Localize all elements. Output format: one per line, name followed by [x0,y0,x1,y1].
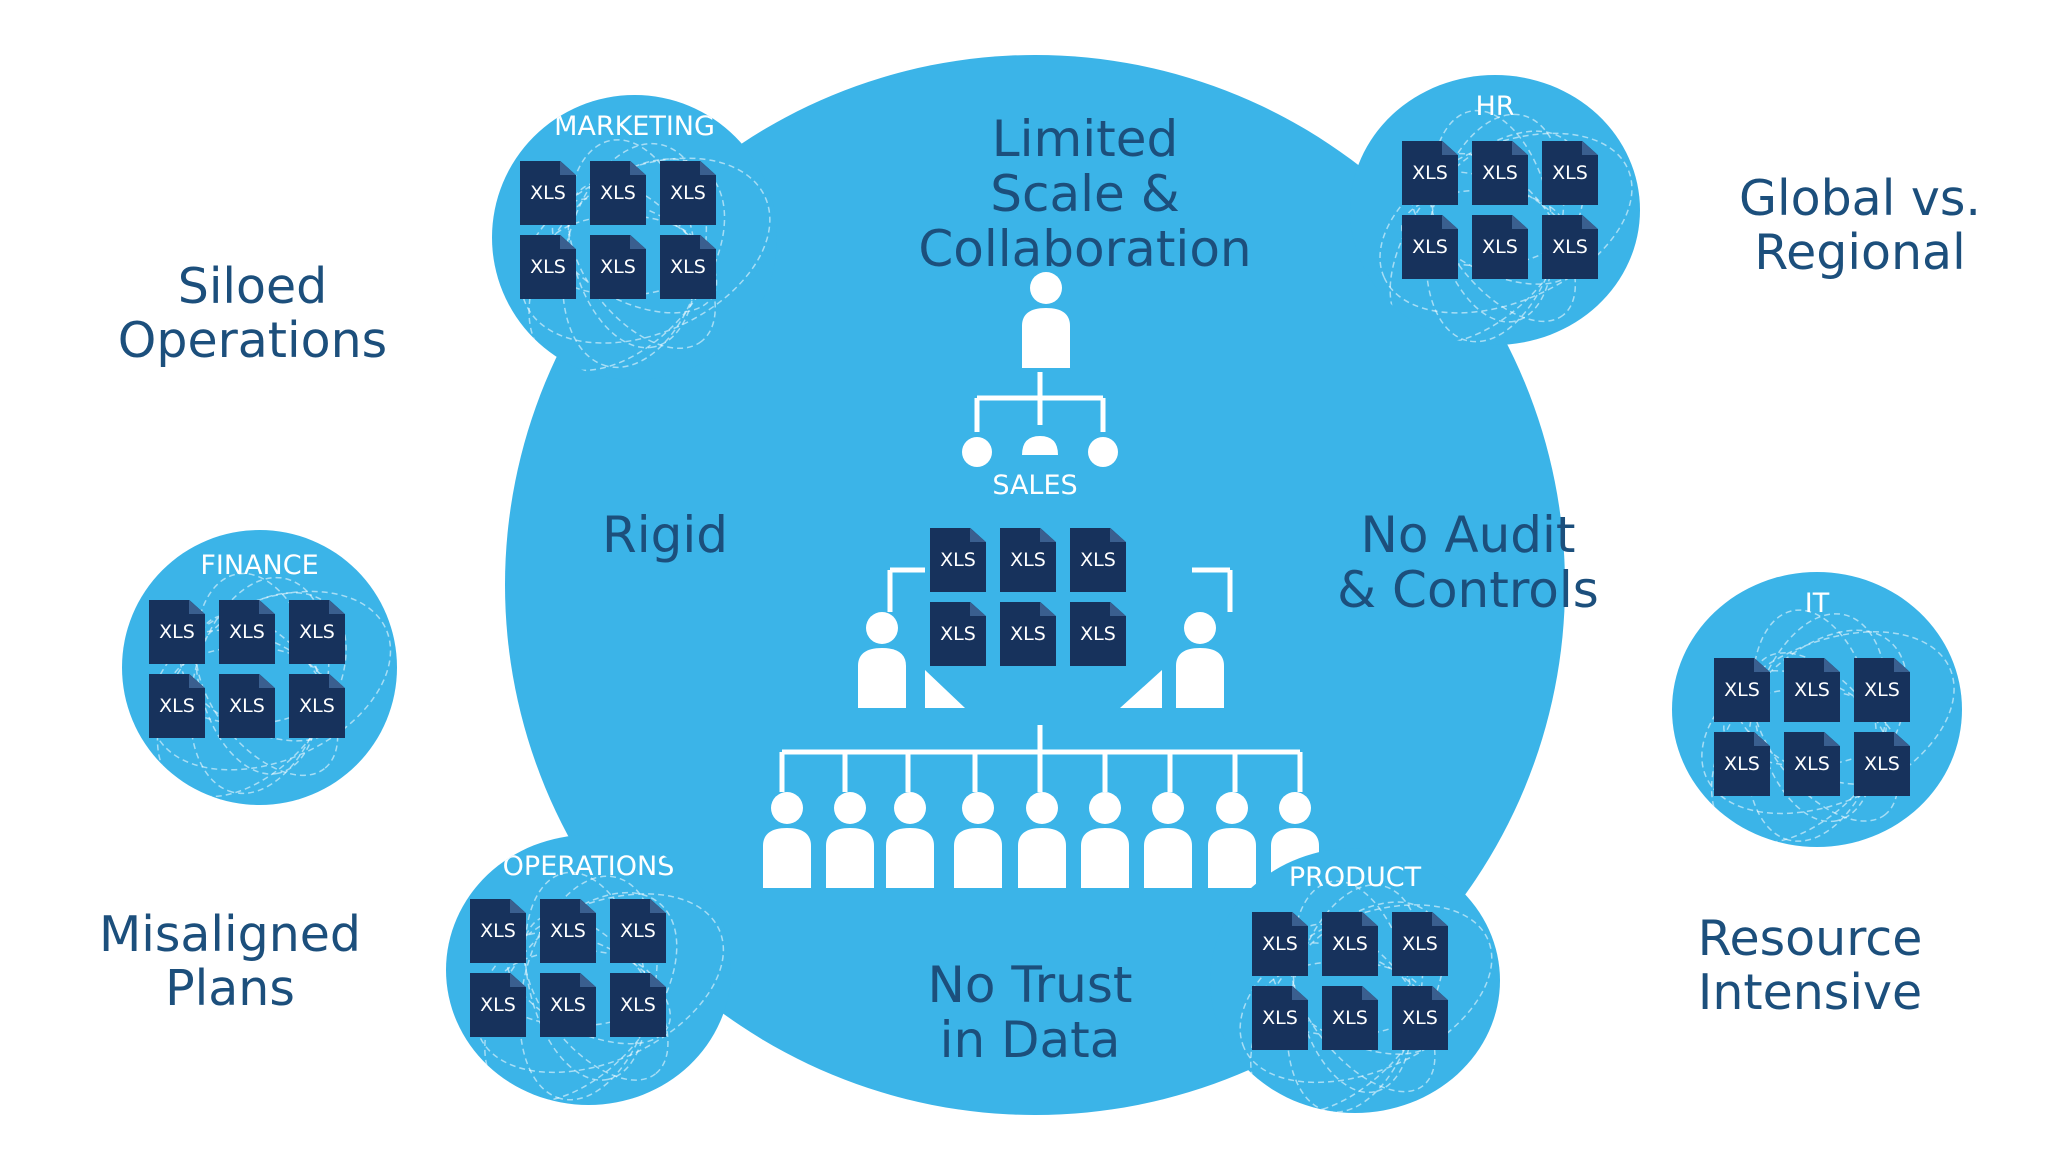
silo-label-operations: OPERATIONS [502,851,675,882]
xls-file-icon: XLS [1070,602,1126,666]
silo-label-hr: HR [1475,91,1515,122]
xls-file-icon: XLS [610,899,666,963]
xls-file-icon: XLS [1854,658,1910,722]
xls-file-icon: XLS [1252,912,1308,976]
silo-label-it: IT [1804,588,1830,619]
xls-file-icon: XLS [1714,732,1770,796]
xls-file-icon: XLS [219,674,275,738]
xls-file-icon: XLS [1252,986,1308,1050]
xls-file-icon: XLS [470,899,526,963]
label-no-trust: No Trust in Data [927,956,1133,1069]
xls-file-icon: XLS [470,973,526,1037]
xls-file-icon: XLS [610,973,666,1037]
label-limited-scale: Limited Scale & Collaboration [918,110,1252,278]
xls-file-icon: XLS [520,161,576,225]
silo-label-marketing: MARKETING [554,111,715,142]
xls-file-icon: XLS [219,600,275,664]
xls-file-icon: XLS [1392,912,1448,976]
xls-file-icon: XLS [1542,141,1598,205]
silo-label-sales: SALES [992,470,1078,501]
xls-file-icon: XLS [540,899,596,963]
xls-file-icon: XLS [289,600,345,664]
xls-file-icon: XLS [1714,658,1770,722]
xls-file-icon: XLS [1542,215,1598,279]
xls-file-icon: XLS [540,973,596,1037]
label-resource-intensive: Resource Intensive [1697,910,1923,1021]
label-siloed-operations: Siloed Operations [117,258,388,369]
xls-file-icon: XLS [1784,732,1840,796]
xls-file-icon: XLS [149,674,205,738]
xls-file-icon: XLS [660,161,716,225]
xls-file-icon: XLS [1402,215,1458,279]
xls-file-icon: XLS [1402,141,1458,205]
xls-file-icon: XLS [520,235,576,299]
xls-file-icon: XLS [1070,528,1126,592]
label-global-regional: Global vs. Regional [1739,170,1981,281]
xls-file-icon: XLS [660,235,716,299]
label-misaligned-plans: Misaligned Plans [98,906,362,1017]
xls-file-icon: XLS [289,674,345,738]
xls-file-icon: XLS [149,600,205,664]
xls-file-icon: XLS [590,235,646,299]
label-rigid: Rigid [601,506,728,564]
xls-file-icon: XLS [1322,912,1378,976]
xls-file-icon: XLS [1000,528,1056,592]
label-no-audit: No Audit & Controls [1337,506,1599,619]
xls-file-icon: XLS [930,528,986,592]
xls-file-icon: XLS [1000,602,1056,666]
xls-file-icon: XLS [930,602,986,666]
xls-file-icon: XLS [1322,986,1378,1050]
xls-file-icon: XLS [590,161,646,225]
xls-file-icon: XLS [1854,732,1910,796]
xls-file-icon: XLS [1472,215,1528,279]
xls-file-icon: XLS [1472,141,1528,205]
xls-file-icon: XLS [1784,658,1840,722]
silo-label-product: PRODUCT [1288,862,1422,893]
silo-label-finance: FINANCE [200,550,319,581]
xls-file-icon: XLS [1392,986,1448,1050]
